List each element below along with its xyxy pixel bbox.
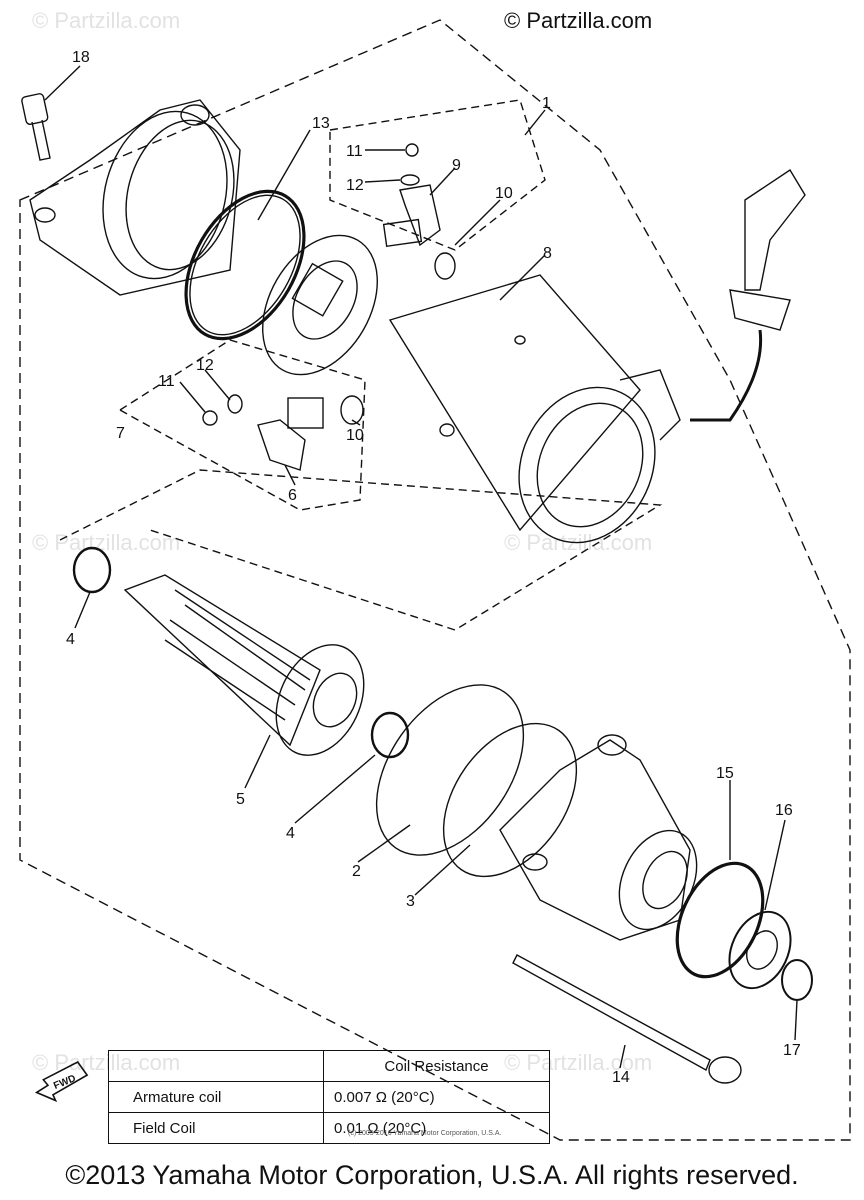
fwd-label: FWD (52, 1073, 77, 1092)
fine-print: (c) 2005-2016 Yamaha Motor Corporation, … (348, 1130, 502, 1137)
armature-guide (59, 469, 663, 631)
table-row: Armature coil 0.007 Ω (20°C) (108, 1081, 550, 1113)
bolt-18 (21, 93, 51, 161)
watermark: © Partzilla.com (32, 530, 181, 555)
coil-resistance-table: Coil Resistance Armature coil 0.007 Ω (2… (108, 1050, 550, 1144)
field-coil-label: Field Coil (108, 1112, 324, 1144)
callout-6: 8 (543, 245, 552, 262)
washer-12-upper (400, 174, 420, 186)
gear-16 (728, 910, 792, 990)
through-bolt-14 (512, 954, 742, 1084)
o-ring-2 (375, 684, 525, 856)
brush-plate (262, 234, 378, 376)
callout-14: 14 (612, 1069, 630, 1086)
brush-box-upper (329, 99, 546, 251)
screw-11-upper (405, 143, 419, 157)
callout-9: 9 (452, 157, 461, 174)
yoke-6 (388, 274, 681, 544)
callout-1: 1 (542, 95, 551, 112)
washer-12-lower (227, 394, 243, 414)
washer-4-upper (72, 546, 112, 594)
callout-4-mid: 4 (286, 825, 295, 842)
spring-10-upper (434, 252, 456, 280)
callout-3: 3 (406, 893, 415, 910)
callout-16: 16 (775, 802, 793, 819)
front-cover (499, 734, 698, 941)
callout-10-upper: 10 (495, 185, 513, 202)
callout-7: 7 (116, 425, 125, 442)
callout-11-lower: 11 (158, 373, 175, 390)
callout-8: 6 (288, 487, 297, 504)
coil-resistance-header: Coil Resistance (323, 1050, 550, 1082)
fwd-arrow-icon: FWD (34, 1060, 89, 1103)
brush-block-upper (382, 218, 423, 248)
callout-12-lower: 12 (196, 357, 214, 374)
armature-coil-value: 0.007 Ω (20°C) (323, 1081, 550, 1113)
callout-10-lower: 10 (346, 427, 364, 444)
table-row: Coil Resistance (108, 1050, 550, 1082)
callout-2: 2 (352, 863, 361, 880)
assembly-boundary (19, 19, 851, 1141)
callout-18: 18 (72, 49, 90, 66)
field-coil-value: 0.01 Ω (20°C) (323, 1112, 550, 1144)
callout-11-upper: 11 (346, 143, 363, 160)
screw-11-lower (202, 410, 218, 426)
brush-9 (399, 184, 441, 247)
armature-5 (123, 574, 365, 756)
callout-4-upper: 4 (66, 631, 75, 648)
plate-3 (442, 722, 578, 878)
callout-13: 13 (312, 115, 330, 132)
o-ring-13 (184, 189, 306, 341)
spring-10-lower (340, 395, 364, 425)
o-ring-15 (675, 861, 765, 979)
callout-15: 15 (716, 765, 734, 782)
brush-8 (257, 419, 306, 471)
brush-box-lower (118, 339, 366, 511)
callout-17: 17 (783, 1042, 801, 1059)
callout-5: 5 (236, 791, 245, 808)
watermark: © Partzilla.com (32, 8, 181, 33)
circlip-17 (781, 959, 813, 1001)
table-row: Field Coil 0.01 Ω (20°C) (108, 1112, 550, 1144)
lead-wire (690, 169, 806, 422)
armature-coil-label: Armature coil (108, 1081, 324, 1113)
rear-cover (29, 99, 241, 296)
footer-copyright: ©2013 Yamaha Motor Corporation, U.S.A. A… (65, 1160, 799, 1190)
washer-4-lower (370, 711, 410, 759)
table-cell-blank (108, 1050, 324, 1082)
callout-12-upper: 12 (346, 177, 364, 194)
copyright-watermark: © Partzilla.com (504, 8, 653, 33)
brush-block-lower (287, 397, 324, 429)
